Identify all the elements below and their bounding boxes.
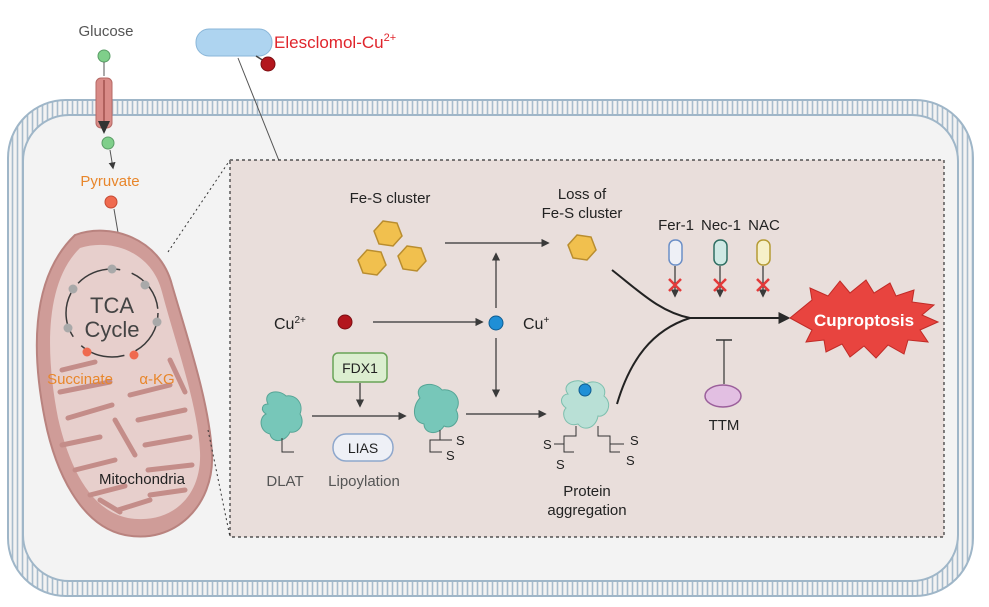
- svg-text:S: S: [626, 453, 635, 468]
- inhibition-cross-icon: [756, 278, 770, 292]
- svg-text:S: S: [456, 433, 465, 448]
- inhibitor-nec1: Nec-1: [701, 217, 741, 298]
- tca-cycle: TCA Cycle: [63, 264, 162, 360]
- fes-converge-curve: [611, 269, 691, 319]
- ttm-molecule-icon: [704, 384, 742, 408]
- fdx1-box: [332, 352, 388, 383]
- fdx1-label: FDX1: [342, 360, 378, 376]
- svg-text:S: S: [446, 448, 455, 463]
- zoom-guide-top: [167, 159, 231, 253]
- svg-text:Fer-1: Fer-1: [658, 217, 694, 234]
- glucose-uptake: Glucose Pyruvate: [78, 23, 140, 258]
- glucose-label: Glucose: [78, 23, 133, 40]
- svg-text:S: S: [543, 437, 552, 452]
- akg-label: α-KG: [139, 371, 174, 388]
- lost-fe-s-cluster-icon: [567, 234, 597, 261]
- inhibition-cross-icon: [713, 278, 727, 292]
- cuproptosis-label: Cuproptosis: [814, 311, 914, 330]
- protein-aggregation-label-line1: Protein: [563, 483, 611, 500]
- dlat-label: DLAT: [266, 473, 303, 490]
- lipoylated-dlat-icon: S S: [414, 383, 465, 463]
- glucose-inside-icon: [101, 136, 115, 150]
- mitochondria-label: Mitochondria: [99, 471, 186, 488]
- cu1-label: Cu+: [523, 315, 549, 333]
- fes-cluster-label: Fe-S cluster: [350, 190, 431, 207]
- inhibitor-fer1: Fer-1: [658, 217, 694, 298]
- lipoylation-label: Lipoylation: [328, 473, 400, 490]
- tca-label-line1: TCA: [90, 293, 134, 318]
- elesclomol-carrier-icon: [195, 28, 276, 72]
- loss-fes-label-line2: Fe-S cluster: [542, 205, 623, 222]
- protein-aggregate-icon: S S S S: [543, 380, 639, 472]
- tca-label-line2: Cycle: [84, 317, 139, 342]
- inhibitor-capsule-icon: [668, 239, 683, 266]
- cu2-label: Cu2+: [274, 315, 306, 333]
- glucose-transporter-icon: [95, 77, 113, 134]
- cuproptosis-burst-icon: Cuproptosis: [789, 279, 940, 359]
- copper-ion-icon: [337, 314, 353, 330]
- svg-text:Nec-1: Nec-1: [701, 217, 741, 234]
- cuprous-ion-icon: [488, 315, 504, 331]
- svg-text:NAC: NAC: [748, 217, 780, 234]
- inhibitor-capsule-icon: [713, 239, 728, 266]
- dlat-protein-icon: [260, 391, 303, 453]
- svg-text:S: S: [556, 457, 565, 472]
- inhibitor-capsule-icon: [756, 239, 771, 266]
- mitochondrion: TCA Cycle Succinate α-KG Mitochondria: [35, 229, 214, 538]
- svg-text:S: S: [630, 433, 639, 448]
- elesclomol-label: Elesclomol-Cu2+: [274, 32, 396, 52]
- lias-box: [332, 433, 394, 462]
- inhibitor-nac: NAC: [748, 217, 780, 298]
- inhibition-cross-icon: [668, 278, 682, 292]
- pyruvate-molecule-icon: [104, 195, 118, 209]
- pyruvate-label: Pyruvate: [80, 173, 139, 190]
- ttm-label: TTM: [709, 417, 740, 434]
- zoom-guide-bottom: [207, 429, 231, 538]
- succinate-label: Succinate: [47, 371, 113, 388]
- lias-label: LIAS: [348, 440, 378, 456]
- fe-s-cluster-icon: [357, 220, 427, 276]
- loss-fes-label-line1: Loss of: [558, 186, 607, 203]
- ttm-inhibitor: TTM: [704, 339, 742, 434]
- protein-aggregation-label-line2: aggregation: [547, 502, 626, 519]
- protein-converge-curve: [616, 317, 691, 405]
- glucose-molecule-icon: [97, 49, 111, 63]
